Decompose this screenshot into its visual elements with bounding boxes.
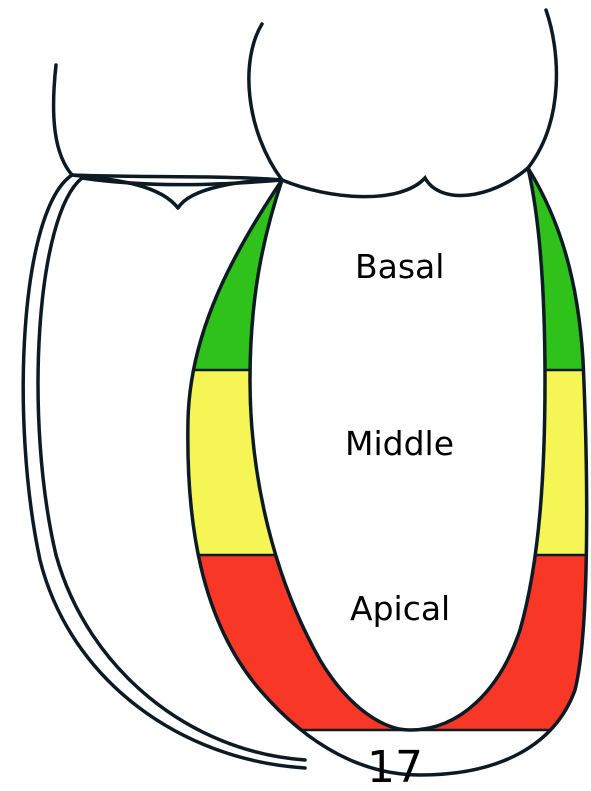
apical-label: Apical xyxy=(350,589,450,628)
basal-label: Basal xyxy=(355,247,444,286)
apex-segment-number: 17 xyxy=(367,742,423,791)
vessel-lines xyxy=(54,10,557,180)
middle-label: Middle xyxy=(345,424,454,463)
